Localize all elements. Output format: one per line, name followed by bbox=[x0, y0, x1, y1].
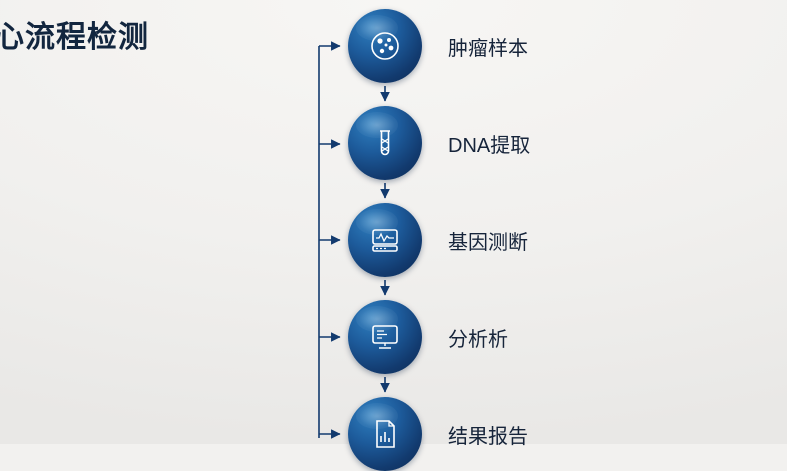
flow-step-4[interactable]: 分析析 bbox=[348, 300, 508, 374]
flow-step-1-bubble bbox=[348, 9, 422, 83]
flow-step-3-label: 基因测断 bbox=[448, 231, 528, 254]
flow-step-4-label: 分析析 bbox=[448, 328, 508, 351]
page-title: 心流程检测 bbox=[0, 21, 149, 54]
report-document-icon bbox=[365, 414, 405, 454]
sequencer-monitor-icon bbox=[365, 220, 405, 260]
flow-step-2[interactable]: DNA提取 bbox=[348, 106, 530, 180]
flow-step-4-bubble bbox=[348, 300, 422, 374]
process-flow-diagram: 肿瘤样本 DNA提取 bbox=[306, 0, 736, 471]
flow-step-2-bubble bbox=[348, 106, 422, 180]
test-tube-dna-icon bbox=[365, 123, 405, 163]
flow-step-1-label: 肿瘤样本 bbox=[448, 37, 528, 60]
flow-step-arrows bbox=[380, 86, 390, 393]
flow-step-5[interactable]: 结果报告 bbox=[348, 397, 528, 471]
cell-sample-icon bbox=[365, 26, 405, 66]
flow-step-1[interactable]: 肿瘤样本 bbox=[348, 9, 528, 83]
flow-step-3-bubble bbox=[348, 203, 422, 277]
flow-step-2-label: DNA提取 bbox=[448, 134, 531, 157]
flow-step-5-label: 结果报告 bbox=[448, 425, 528, 448]
analysis-screen-icon bbox=[365, 317, 405, 357]
flow-step-5-bubble bbox=[348, 397, 422, 471]
flow-step-3[interactable]: 基因测断 bbox=[348, 203, 528, 277]
